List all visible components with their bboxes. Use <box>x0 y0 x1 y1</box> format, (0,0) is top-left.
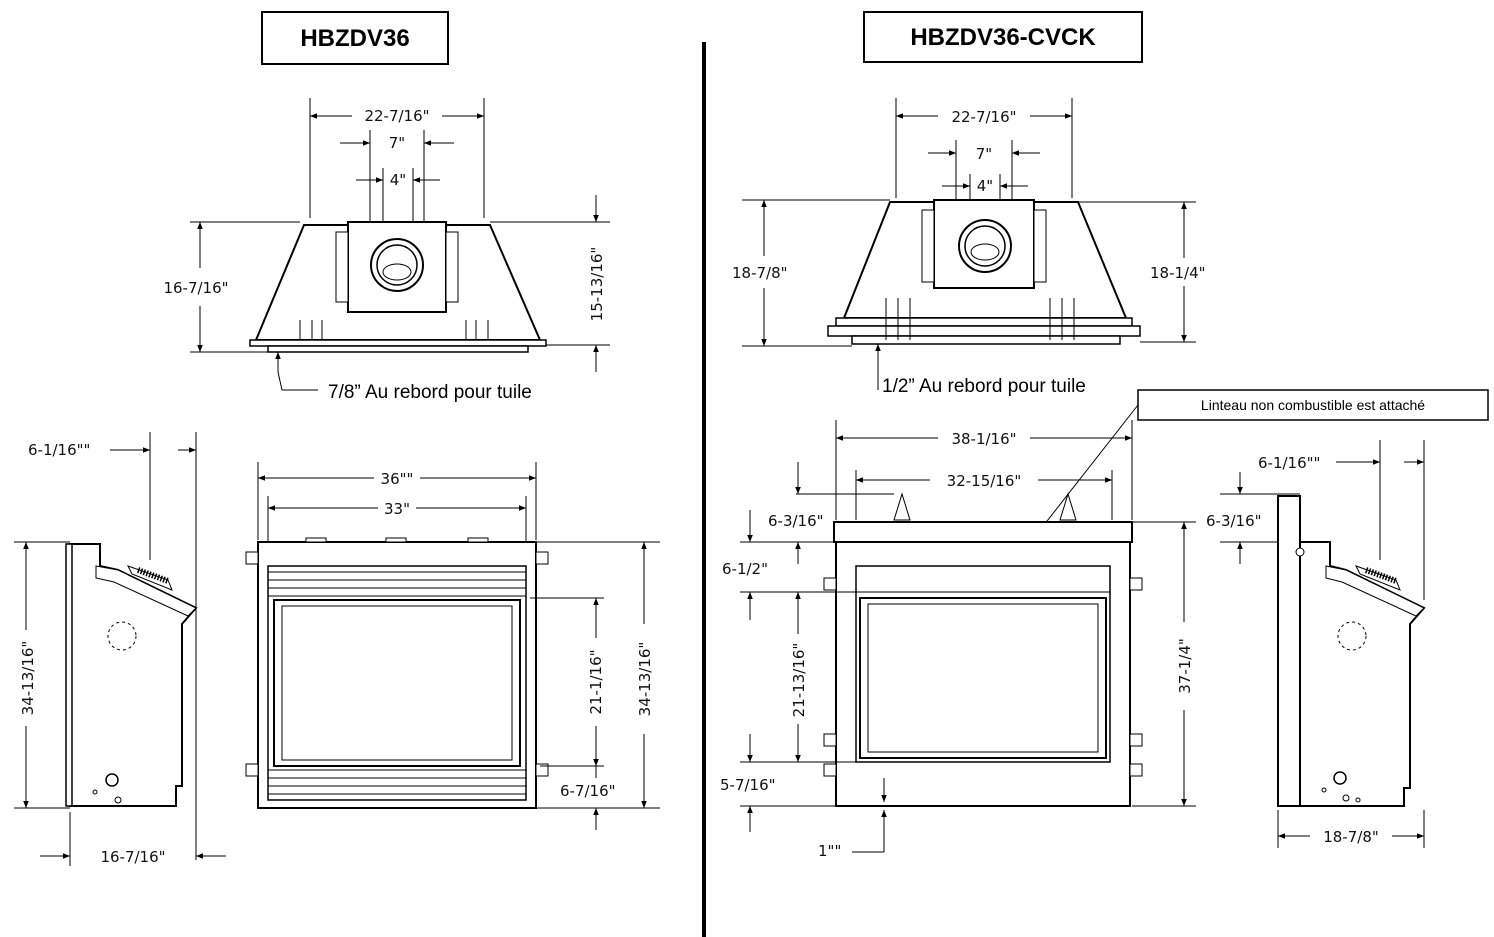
right-front-inner-width: 32-15/16" <box>947 472 1022 490</box>
right-top-note: 1/2” Au rebord pour tuile <box>882 376 1086 397</box>
left-side-height: 34-13/16" <box>19 641 37 716</box>
right-front-bottom-offset: 5-7/16" <box>720 776 776 794</box>
left-front-bottom-offset: 6-7/16" <box>560 782 616 800</box>
right-title-box: HBZDV36-CVCK <box>863 11 1143 63</box>
right-side-depth: 18-7/8" <box>1323 828 1379 846</box>
right-front-total-height: 37-1/4" <box>1176 638 1194 694</box>
right-front-glass-height: 21-13/16" <box>790 643 808 718</box>
left-side-view: 6-1/16"" 34-13/16" 16-7/16" <box>14 432 226 866</box>
left-title-box: HBZDV36 <box>261 11 449 65</box>
left-title: HBZDV36 <box>300 25 409 52</box>
right-side-top-offset: 6-1/16"" <box>1258 454 1320 472</box>
left-front-outer-width: 36"" <box>381 470 414 488</box>
right-side-view: 6-1/16"" 6-3/16" 18-7/8" <box>1206 440 1426 848</box>
left-top-depth-right: 15-13/16" <box>588 247 606 322</box>
left-top-note: 7/8” Au rebord pour tuile <box>328 382 532 403</box>
right-front-outer-width: 38-1/16" <box>951 430 1016 448</box>
right-top-width: 22-7/16" <box>951 108 1016 126</box>
left-side-top-offset: 6-1/16"" <box>28 441 90 459</box>
right-title: HBZDV36-CVCK <box>910 24 1096 51</box>
left-front-inner-width: 33" <box>384 500 410 518</box>
right-top-depth-left: 18-7/8" <box>732 264 788 282</box>
right-front-upper-gap: 6-1/2" <box>722 560 768 578</box>
lintel-callout-text: Linteau non combustible est attaché <box>1201 397 1425 413</box>
right-top-pipe-inner: 4" <box>977 177 993 195</box>
left-top-depth-left: 16-7/16" <box>163 279 228 297</box>
left-top-width: 22-7/16" <box>364 107 429 125</box>
left-top-pipe-inner: 4" <box>390 171 406 189</box>
right-top-view: 22-7/16" 7" 4" 18-7/8" 18- <box>732 98 1206 397</box>
right-top-pipe-outer: 7" <box>976 145 992 163</box>
left-front-glass-height: 21-1/16" <box>587 649 605 714</box>
right-top-depth-right: 18-1/4" <box>1150 264 1206 282</box>
right-front-lintel-height: 6-3/16" <box>768 512 824 530</box>
right-front-right-lintel: 6-3/16" <box>1206 512 1262 530</box>
left-top-view: 22-7/16" 7" 4" 16-7/16" <box>163 98 610 403</box>
left-front-view: 36"" 33" 21-1/16" 34-13/1 <box>245 462 660 830</box>
left-side-depth: 16-7/16" <box>100 848 165 866</box>
left-front-total-height: 34-13/16" <box>636 642 654 717</box>
lintel-callout: Linteau non combustible est attaché <box>1039 389 1489 531</box>
right-front-view: 38-1/16" 32-15/16" 6-3/16" 6- <box>720 420 1196 860</box>
right-front-base-gap: 1"" <box>818 842 841 860</box>
left-top-pipe-outer: 7" <box>389 134 405 152</box>
